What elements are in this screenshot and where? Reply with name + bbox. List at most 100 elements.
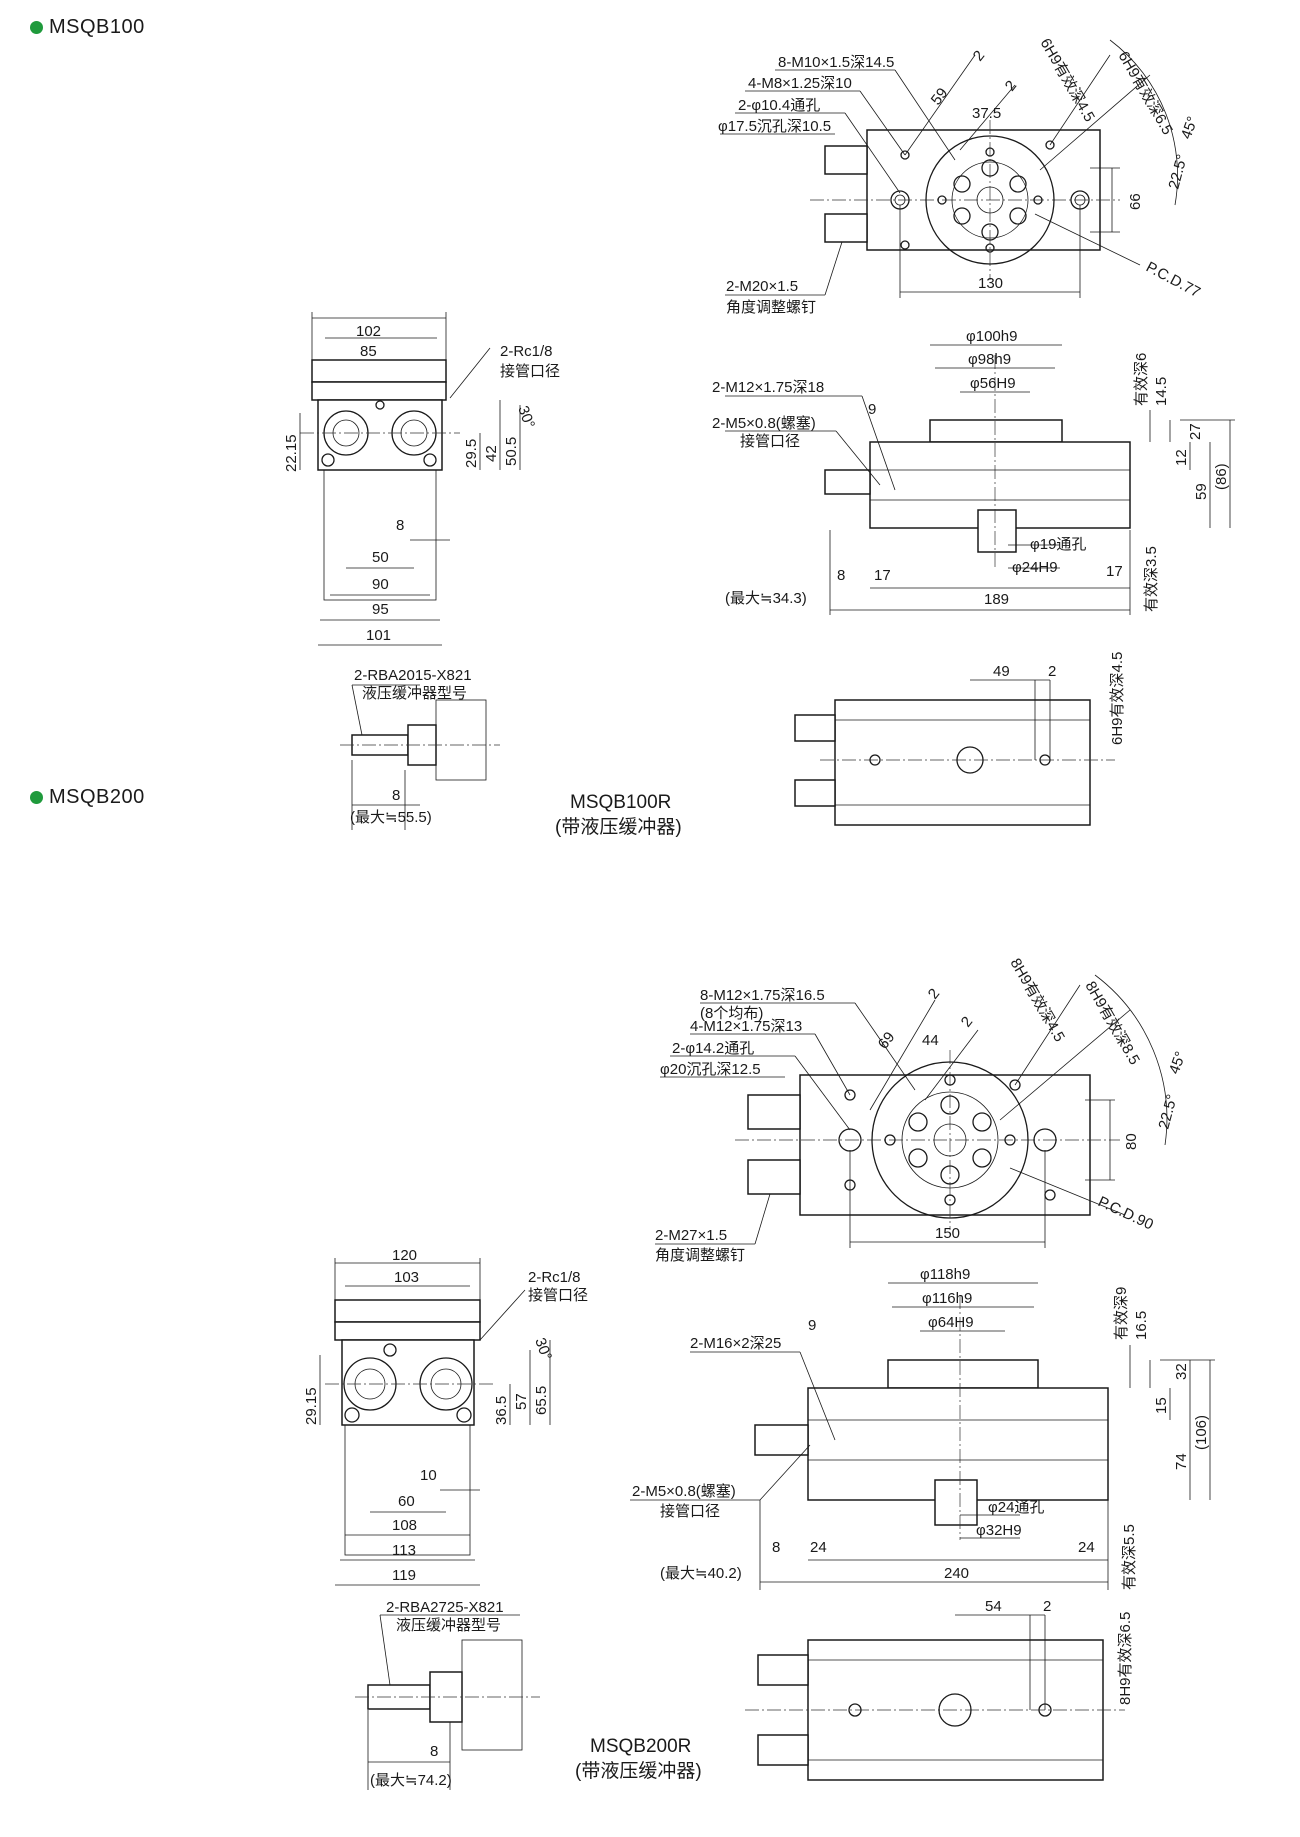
dim-label: 液压缓冲器型号 — [362, 685, 467, 702]
dim-label: 17 — [874, 567, 891, 584]
body-outline — [866, 129, 1101, 251]
dim-label: 9 — [808, 1317, 816, 1334]
dim-label: 45° — [1166, 1049, 1190, 1076]
dim-label: P.C.D.77 — [1143, 259, 1203, 302]
dim-label: 2 — [1048, 663, 1056, 680]
dim-label: 57 — [513, 1393, 530, 1410]
dim-label: 8-M10×1.5深14.5 — [778, 54, 894, 71]
msqb100-bottom-view: 49 2 6H9有效深4.5 — [794, 652, 1126, 826]
dim-label: 8 — [392, 787, 400, 804]
dim-label: 22.15 — [283, 434, 300, 472]
dim-label: P.C.D.90 — [1095, 1193, 1156, 1233]
dim-label: 2-Rc1/8 — [528, 1269, 581, 1286]
dim-label: 接管口径 — [500, 363, 560, 380]
dim-label: 119 — [392, 1567, 416, 1584]
dim-label: 2 — [1043, 1598, 1051, 1615]
dim-label: 2-φ10.4通孔 — [738, 97, 820, 114]
dim-label: 101 — [366, 627, 391, 644]
dim-label: 90 — [372, 576, 389, 593]
dim-label: 130 — [978, 275, 1003, 292]
dim-label: 8 — [772, 1539, 780, 1556]
dim-label: 95 — [372, 601, 389, 618]
dim-label: 2-M5×0.8(螺塞) — [632, 1482, 736, 1500]
dim-label: 29.15 — [303, 1387, 320, 1425]
msqb100-side-view: φ100h9 φ98h9 φ56H9 2-M12×1.75深18 2-M5×0.… — [712, 328, 1235, 615]
dim-label: (86) — [1213, 463, 1230, 490]
dim-label: 103 — [394, 1269, 419, 1286]
dim-label: 24 — [1078, 1539, 1095, 1556]
model-sub-label: (带液压缓冲器) — [555, 816, 682, 838]
dim-label: φ98h9 — [968, 351, 1011, 368]
dim-label: 2-M16×2深25 — [690, 1335, 781, 1352]
dim-label: 69 — [875, 1029, 899, 1053]
dim-label: 有效深3.5 — [1143, 546, 1160, 612]
dim-label: 113 — [392, 1542, 416, 1559]
table-top — [311, 359, 447, 383]
dim-label: φ20沉孔深12.5 — [660, 1061, 761, 1078]
dim-label: 102 — [356, 323, 381, 340]
dim-label: 2-Rc1/8 — [500, 343, 553, 360]
dim-label: 45° — [1178, 114, 1202, 141]
dim-label: 150 — [935, 1225, 960, 1242]
rotary-table — [925, 135, 1055, 265]
dim-label: 8H9有效深8.5 — [1082, 979, 1143, 1068]
dim-label: 60 — [398, 1493, 415, 1510]
dim-label: (8个均布) — [700, 1005, 763, 1022]
section-title-text: MSQB200 — [49, 786, 145, 808]
dim-label: 24 — [810, 1539, 827, 1556]
dim-label: 16.5 — [1133, 1311, 1150, 1340]
dim-label: 29.5 — [463, 439, 480, 468]
dim-label: 8 — [430, 1743, 438, 1760]
section-title-msqb200: MSQB200 — [30, 786, 145, 809]
dim-label: (106) — [1193, 1415, 1210, 1450]
msqb200-side-view: φ118h9 φ116h9 φ64H9 2-M16×2深25 9 有效深9 16… — [630, 1266, 1215, 1590]
adjust-screw-upper — [824, 145, 868, 175]
model-label: MSQB200R — [590, 1736, 691, 1757]
dim-label: 50.5 — [503, 437, 520, 466]
dim-label: φ24H9 — [1012, 559, 1058, 576]
dim-label: 液压缓冲器型号 — [396, 1617, 501, 1634]
dim-label: (最大≒55.5) — [350, 809, 432, 826]
dim-label: 12 — [1173, 449, 1190, 466]
dim-label: φ116h9 — [922, 1290, 972, 1307]
dim-label: 2-M20×1.5 — [726, 278, 798, 295]
dim-label: 8 — [396, 517, 404, 534]
dim-label: 8-M12×1.75深16.5 — [700, 987, 825, 1004]
adjust-screw-lower — [824, 213, 868, 243]
dim-label: 189 — [984, 591, 1009, 608]
section-title-msqb100: MSQB100 — [30, 16, 145, 39]
dim-label: 59 — [1193, 483, 1210, 500]
dim-label: 42 — [483, 445, 500, 462]
dim-label: φ32H9 — [976, 1522, 1022, 1539]
dim-label: 27 — [1187, 423, 1204, 440]
msqb200-buffer-detail: 2-RBA2725-X821 液压缓冲器型号 8 (最大≒74.2) — [355, 1599, 540, 1790]
dim-label: 44 — [922, 1032, 939, 1049]
dim-label: φ118h9 — [920, 1266, 970, 1283]
dim-label: 2-M5×0.8(螺塞) — [712, 414, 816, 432]
dim-label: 74 — [1173, 1453, 1190, 1470]
dim-label: 80 — [1123, 1133, 1140, 1150]
dim-label: 角度调整螺钉 — [655, 1247, 745, 1264]
dim-label: 30° — [531, 1336, 555, 1363]
green-bullet-icon — [30, 791, 43, 804]
msqb200-top-view: 8-M12×1.75深16.5 (8个均布) 4-M12×1.75深13 2-φ… — [655, 956, 1190, 1264]
msqb100-top-view: 8-M10×1.5深14.5 4-M8×1.25深10 2-φ10.4通孔 φ1… — [718, 36, 1203, 317]
dim-label: 4-M8×1.25深10 — [748, 75, 852, 92]
dim-label: 14.5 — [1153, 377, 1170, 406]
dim-label: 6H9有效深4.5 — [1037, 36, 1098, 125]
dim-label: 240 — [944, 1565, 969, 1582]
dim-label: 接管口径 — [660, 1503, 720, 1520]
dim-label: 22.5° — [1165, 153, 1191, 191]
dim-label: 接管口径 — [528, 1287, 588, 1304]
rotary-table-side — [929, 419, 1063, 443]
dim-label: 有效深5.5 — [1121, 1524, 1138, 1590]
dim-label: 2-M27×1.5 — [655, 1227, 727, 1244]
dim-label: 22.5° — [1155, 1093, 1181, 1131]
dim-label: 角度调整螺钉 — [726, 299, 816, 316]
dim-label: 6H9有效深4.5 — [1109, 652, 1126, 745]
dim-label: 54 — [985, 1598, 1002, 1615]
dim-label: 8H9有效深4.5 — [1007, 956, 1068, 1045]
body-outline — [799, 1074, 1091, 1216]
dim-label: 有效深9 — [1113, 1287, 1130, 1340]
